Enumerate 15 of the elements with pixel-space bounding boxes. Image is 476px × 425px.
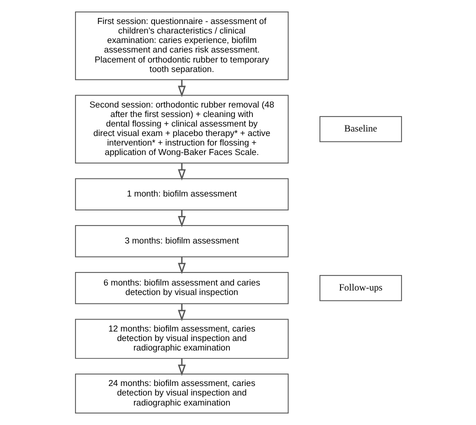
arrow (177, 256, 186, 274)
node-box: Second session: orthodontic rubber removal (48 after the first session) + cleaning with dental flossing + clinical assessment by direct visual exam + placebo therapy* + active intervention* + instruction for flossing + application of Wong-Baker Faces Scale. (74, 94, 288, 164)
node-box: Baseline (318, 116, 402, 142)
arrow (177, 358, 186, 376)
arrow (177, 80, 186, 98)
node-box: 1 month: biofilm assessment (74, 178, 288, 210)
node-box: First session: questionnaire - assessment of children's characteristics / clinical examination: caries experience, biofilm assessment and caries risk assessment. Placement of orthodontic rubber to temporary tooth separation. (74, 11, 288, 80)
node-box: 12 months: biofilm assessment, caries detection by visual inspection and radiographic examination (74, 318, 288, 359)
node-box: 3 months: biofilm assessment (74, 225, 288, 258)
arrow (177, 304, 186, 322)
node-box: 24 months: biofilm assessment, caries detection by visual inspection and radiographic examination (74, 374, 288, 414)
node-box: 6 months: biofilm assessment and caries detection by visual inspection (74, 272, 288, 304)
arrow (177, 210, 186, 228)
arrow (177, 163, 186, 181)
node-box: Follow-ups (318, 275, 402, 302)
